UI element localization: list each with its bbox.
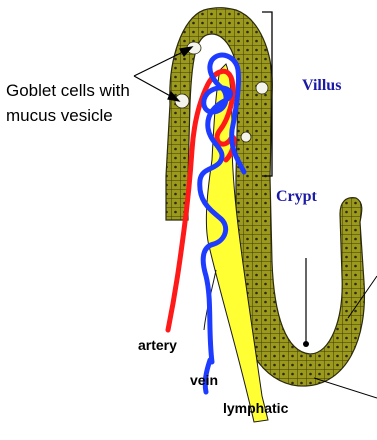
crypt-label: Crypt [276, 188, 317, 206]
artery-label: artery [138, 337, 177, 353]
crypt-pointer-dot [303, 341, 309, 347]
lymphatic-label: lymphatic [223, 400, 288, 416]
villus-label: Villus [302, 77, 341, 95]
epithelium-layer [166, 8, 364, 386]
goblet-cell [241, 132, 251, 142]
goblet-cells-label: Goblet cells with mucus vesicle [6, 78, 136, 128]
goblet-cell [256, 82, 268, 94]
vein-label: vein [190, 372, 218, 388]
pointer-line-lower [314, 378, 377, 398]
